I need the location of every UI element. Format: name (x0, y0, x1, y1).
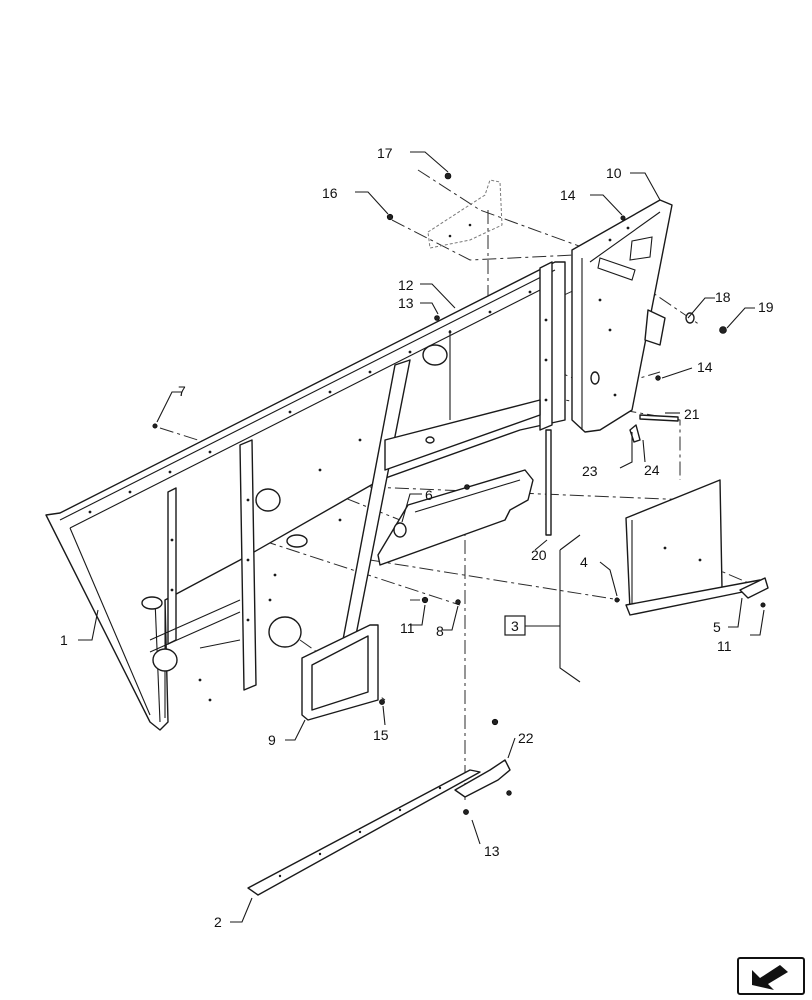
rectangular-frame-part (301, 624, 379, 721)
callout-22: 22 (518, 730, 534, 746)
callout-2: 2 (214, 914, 222, 930)
callout-15: 15 (373, 727, 389, 743)
callout-3: 3 (511, 618, 519, 634)
callout-9: 9 (268, 732, 276, 748)
callout-14-mid: 14 (697, 359, 713, 375)
phantom-bracket (427, 179, 503, 249)
rod-part (545, 429, 552, 536)
callout-6: 6 (425, 487, 433, 503)
callout-14-top: 14 (560, 187, 576, 203)
callout-7: 7 (178, 383, 186, 399)
callout-11-right: 11 (717, 638, 732, 654)
screen-panel-part (625, 479, 769, 616)
callout-12: 12 (398, 277, 414, 293)
pin-part (639, 414, 679, 422)
callout-24: 24 (644, 462, 660, 478)
callout-20: 20 (531, 547, 547, 563)
long-strip-part (247, 769, 481, 896)
callout-19: 19 (758, 299, 774, 315)
callout-11-left: 11 (400, 620, 415, 636)
callout-4: 4 (580, 554, 588, 570)
clip-part (629, 424, 641, 443)
callout-21: 21 (684, 406, 700, 422)
callout-18: 18 (715, 289, 731, 305)
frame-bolt-holes (88, 290, 548, 702)
callout-labels: 1 2 3 4 5 6 7 8 9 10 11 11 12 13 13 14 1… (60, 145, 774, 930)
callout-17: 17 (377, 145, 393, 161)
callout-5: 5 (713, 619, 721, 635)
callout-1: 1 (60, 632, 68, 648)
end-frame-part (571, 199, 673, 433)
side-frame-part (45, 261, 566, 731)
callout-13-bottom: 13 (484, 843, 500, 859)
callout-13-top: 13 (398, 295, 414, 311)
arrow-back-icon[interactable] (737, 957, 805, 995)
mounting-plate-part (377, 469, 534, 566)
callout-10: 10 (606, 165, 622, 181)
callout-23: 23 (582, 463, 598, 479)
small-bracket-part (454, 759, 511, 798)
leader-lines (78, 151, 765, 923)
fasteners (152, 172, 766, 815)
callout-16: 16 (322, 185, 338, 201)
callout-8: 8 (436, 623, 444, 639)
reference-bracket (525, 534, 581, 683)
